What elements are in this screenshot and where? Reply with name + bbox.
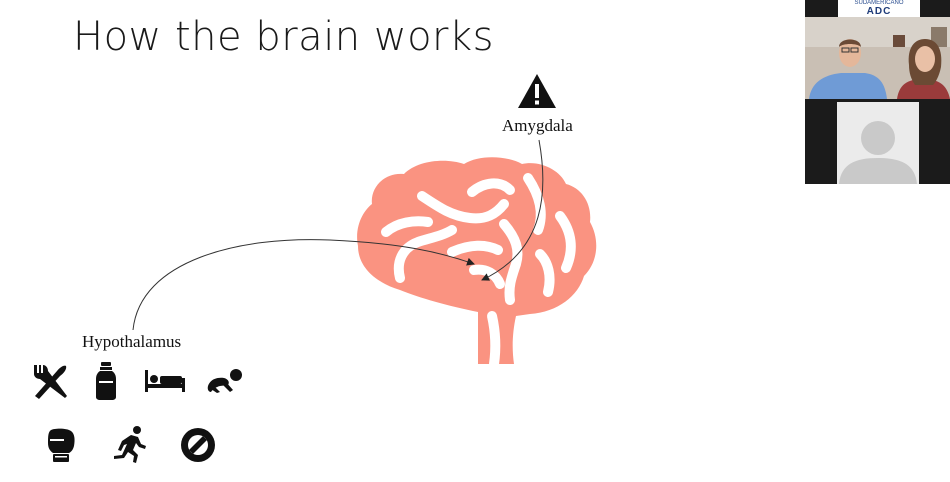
participants-video-frame [805,17,950,99]
baby-crawling-icon [207,369,242,393]
running-person-icon [114,426,146,463]
hypothalamus-label: Hypothalamus [82,332,182,351]
warning-icon [518,74,556,108]
prohibited-icon [181,428,215,462]
participant-video-2[interactable] [837,102,919,184]
amygdala-arrow [481,139,544,281]
hypothalamus-arrow [132,239,475,331]
logo-small-text: SUDAMERICANO [854,0,904,6]
amygdala-label: Amygdala [502,116,573,135]
boxing-glove-icon [48,428,75,462]
sponsor-logo: SUDAMERICANO ADC [838,0,920,17]
brain-illustration [357,157,597,369]
bed-icon [145,370,185,392]
avatar [837,102,919,184]
logo-big-text: ADC [866,6,892,17]
water-bottle-icon [96,362,116,400]
slide-title: How the brain works [73,14,495,60]
participant-video-1[interactable] [805,17,950,99]
fork-knife-icon [34,365,67,399]
